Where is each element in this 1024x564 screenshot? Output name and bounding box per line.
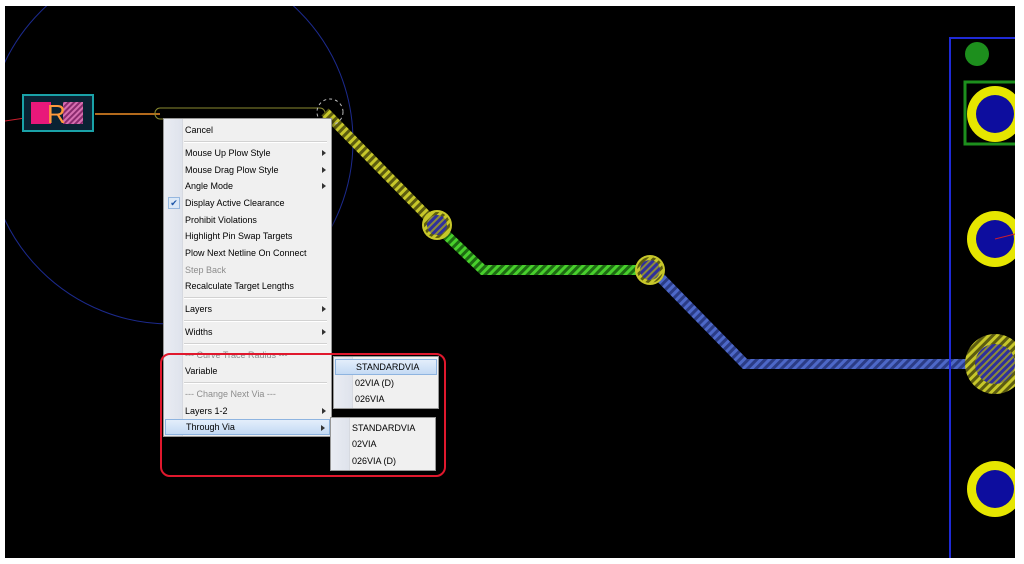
through-via-submenu: STANDARDVIA 02VIA 026VIA (D) xyxy=(330,417,436,471)
menu-item-mouse-up-plow-style[interactable]: Mouse Up Plow Style xyxy=(165,145,330,161)
via-1 xyxy=(422,210,452,240)
menu-item-angle-mode[interactable]: Angle Mode xyxy=(165,178,330,194)
submenu-arrow-icon xyxy=(322,183,326,189)
resistor-component: R xyxy=(22,94,94,132)
component-ref-label: R xyxy=(47,99,66,129)
pad-1 xyxy=(967,86,1015,142)
submenu-arrow-icon xyxy=(321,425,325,431)
submenu-item-02via[interactable]: 02VIA xyxy=(352,439,377,449)
connector-outline xyxy=(949,37,1015,558)
menu-item-highlight-pin-swap-targets[interactable]: Highlight Pin Swap Targets xyxy=(185,231,293,241)
pad-1-square xyxy=(963,80,1015,146)
menu-separator xyxy=(184,382,327,384)
menu-item-layers-1-2[interactable]: Layers 1-2 xyxy=(165,403,330,419)
menu-header-curve-trace-radius: --- Curve Trace Radius --- xyxy=(185,350,288,360)
pad-3 xyxy=(965,334,1015,394)
menu-separator xyxy=(184,297,327,299)
menu-item-widths[interactable]: Widths xyxy=(165,324,330,340)
trace-blue xyxy=(649,266,995,369)
submenu-item-026via[interactable]: 026VIA xyxy=(355,394,385,404)
submenu-arrow-icon xyxy=(322,167,326,173)
trace-yellow xyxy=(321,108,439,228)
fiducial-dot xyxy=(965,42,989,66)
ratsnest-line xyxy=(5,117,26,122)
menu-item-through-via[interactable]: Through Via xyxy=(165,419,330,435)
submenu-arrow-icon xyxy=(322,329,326,335)
menu-gutter xyxy=(331,418,350,470)
menu-separator xyxy=(184,320,327,322)
menu-header-change-next-via: --- Change Next Via --- xyxy=(185,389,276,399)
pcb-layout[interactable]: R xyxy=(5,6,1015,558)
submenu-item-standardvia[interactable]: STANDARDVIA xyxy=(335,359,437,375)
trace-green xyxy=(437,226,653,275)
submenu-arrow-icon xyxy=(322,306,326,312)
submenu-item-02via[interactable]: 02VIA (D) xyxy=(355,378,395,388)
submenu-arrow-icon xyxy=(322,150,326,156)
menu-item-prohibit-violations[interactable]: Prohibit Violations xyxy=(185,215,257,225)
menu-separator xyxy=(184,141,327,143)
pcb-canvas[interactable]: R xyxy=(5,6,1015,558)
pad-2 xyxy=(967,211,1015,267)
checkmark-icon: ✔ xyxy=(168,197,180,209)
ratsnest-line-right xyxy=(994,233,1015,240)
submenu-item-standardvia[interactable]: STANDARDVIA xyxy=(352,423,416,433)
pad-4 xyxy=(967,461,1015,517)
menu-item-step-back: Step Back xyxy=(185,265,227,275)
submenu-item-026via[interactable]: 026VIA (D) xyxy=(352,456,397,466)
context-menu: Cancel Mouse Up Plow Style Mouse Drag Pl… xyxy=(163,118,332,437)
menu-item-cancel[interactable]: Cancel xyxy=(185,125,214,135)
via-2 xyxy=(635,255,665,285)
menu-item-mouse-drag-plow-style[interactable]: Mouse Drag Plow Style xyxy=(165,162,330,178)
menu-separator xyxy=(184,343,327,345)
menu-item-plow-next-netline[interactable]: Plow Next Netline On Connect xyxy=(185,248,307,258)
submenu-arrow-icon xyxy=(322,408,326,414)
menu-item-recalculate-target-lengths[interactable]: Recalculate Target Lengths xyxy=(185,281,294,291)
menu-item-display-active-clearance[interactable]: ✔Display Active Clearance xyxy=(165,195,330,211)
layers-1-2-submenu: STANDARDVIA 02VIA (D) 026VIA xyxy=(333,356,439,409)
menu-item-variable[interactable]: Variable xyxy=(185,366,218,376)
menu-item-layers[interactable]: Layers xyxy=(165,301,330,317)
